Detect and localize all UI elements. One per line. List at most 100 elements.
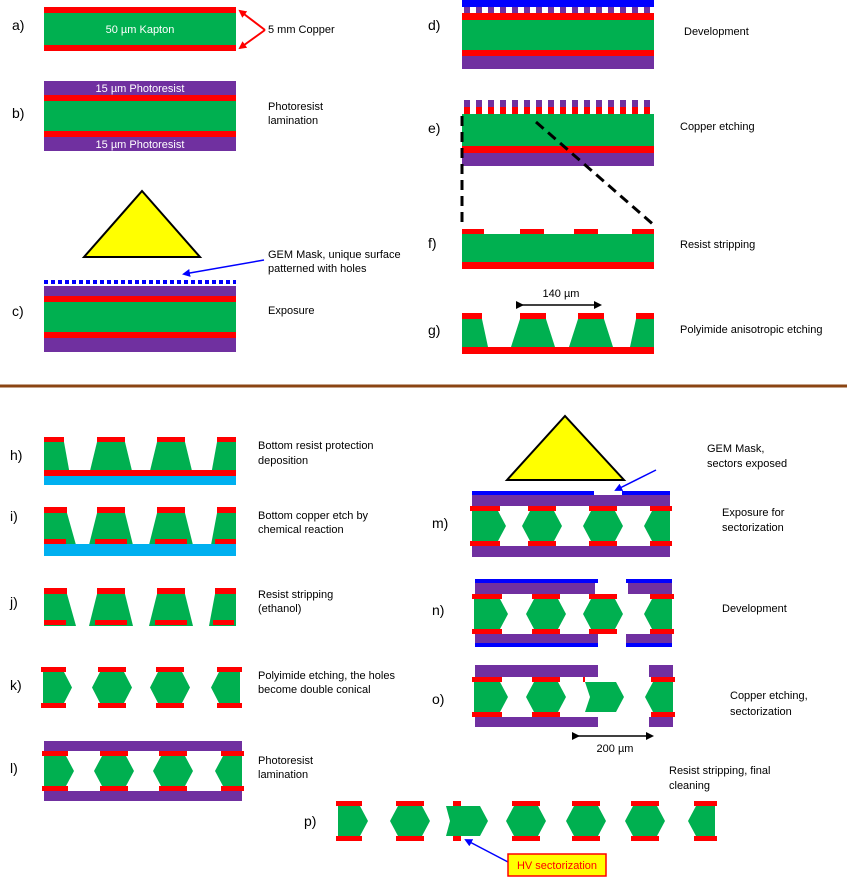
step-k-caption-1: Polyimide etching, the holes bbox=[258, 670, 395, 682]
mask-callout-2: sectors exposed bbox=[707, 458, 787, 470]
photoresist-bottom bbox=[462, 153, 654, 166]
copper-pad bbox=[41, 703, 66, 708]
kapton-pillar bbox=[569, 319, 613, 347]
step-a: a) 50 µm Kapton 5 mm Copper bbox=[12, 7, 335, 51]
gem-mask bbox=[462, 0, 654, 7]
copper-pad bbox=[512, 107, 518, 114]
copper-pad bbox=[396, 836, 424, 841]
copper-pad bbox=[532, 629, 560, 634]
step-i-letter: i) bbox=[10, 508, 18, 524]
copper-pad bbox=[217, 507, 236, 513]
gem-mask bbox=[626, 579, 672, 583]
bottom-protection-layer bbox=[44, 544, 236, 556]
step-g-caption: Polyimide anisotropic etching bbox=[680, 324, 822, 336]
step-c-caption: Exposure bbox=[268, 305, 314, 317]
step-m-caption-2: sectorization bbox=[722, 522, 784, 534]
copper-pad bbox=[548, 107, 554, 114]
copper-layer-bottom bbox=[462, 146, 654, 153]
step-b: b) 15 µm Photoresist 15 µm Photoresist P… bbox=[12, 81, 323, 151]
step-d-letter: d) bbox=[428, 17, 440, 33]
gap-dimension: 200 µm bbox=[597, 743, 634, 755]
copper-pad bbox=[100, 786, 128, 791]
resist-pillar bbox=[596, 7, 602, 13]
copper-layer-bottom bbox=[462, 50, 654, 56]
copper-pad bbox=[476, 107, 482, 114]
photoresist-top bbox=[475, 583, 595, 594]
hv-callout-box bbox=[507, 853, 607, 877]
copper-pad bbox=[336, 836, 362, 841]
photoresist-bottom bbox=[44, 137, 236, 151]
copper-pad bbox=[462, 229, 484, 234]
copper-pad bbox=[650, 594, 674, 599]
step-j-letter: j) bbox=[9, 594, 18, 610]
step-h-caption-2: deposition bbox=[258, 455, 308, 467]
copper-pad bbox=[488, 107, 494, 114]
step-e-letter: e) bbox=[428, 120, 440, 136]
copper-pad bbox=[159, 751, 187, 756]
resist-pillar bbox=[560, 100, 566, 107]
copper-pad bbox=[631, 836, 659, 841]
resist-pillar bbox=[464, 100, 470, 107]
resist-pillar bbox=[620, 7, 626, 13]
gem-structure bbox=[472, 579, 674, 647]
photoresist-top-label: 15 µm Photoresist bbox=[96, 83, 185, 95]
kapton-pillar bbox=[89, 442, 133, 475]
kapton-pillar bbox=[566, 806, 606, 836]
kapton-pillar bbox=[338, 806, 368, 836]
copper-pad bbox=[651, 712, 675, 717]
copper-pad bbox=[100, 751, 128, 756]
mask-light-triangle bbox=[81, 189, 203, 258]
copper-pad bbox=[650, 506, 672, 511]
copper-pad bbox=[536, 107, 542, 114]
gem-structure bbox=[42, 741, 244, 801]
copper-pad bbox=[156, 703, 184, 708]
kapton-pillar bbox=[583, 599, 623, 629]
copper-pad bbox=[572, 801, 600, 806]
copper-pad bbox=[632, 107, 638, 114]
copper-layer-top bbox=[44, 95, 236, 101]
kapton-pillar bbox=[211, 672, 240, 703]
copper-layer-bottom bbox=[44, 45, 236, 51]
kapton-pillar bbox=[526, 599, 566, 629]
copper-pad bbox=[157, 588, 185, 594]
copper-pad bbox=[215, 539, 236, 544]
copper-pad bbox=[472, 712, 502, 717]
resist-pillar bbox=[524, 100, 530, 107]
copper-pad bbox=[532, 712, 560, 717]
resist-pillar bbox=[500, 100, 506, 107]
copper-layer-top bbox=[44, 7, 236, 13]
kapton-pillar bbox=[625, 806, 665, 836]
step-l: l) Photoresist lamination bbox=[10, 741, 313, 801]
kapton-pillar bbox=[149, 442, 193, 475]
resist-pillar bbox=[536, 7, 542, 13]
mask-light-triangle bbox=[504, 414, 627, 481]
copper-pad bbox=[453, 836, 461, 841]
photoresist-top bbox=[628, 583, 672, 594]
step-b-caption-2: lamination bbox=[268, 115, 318, 127]
copper-arrow-top bbox=[238, 9, 266, 31]
resist-pillar bbox=[560, 7, 566, 13]
kapton-pillar bbox=[644, 599, 672, 629]
gem-mask bbox=[626, 643, 672, 647]
copper-pad bbox=[42, 786, 68, 791]
gem-structure bbox=[44, 507, 236, 556]
kapton-pillar bbox=[150, 672, 190, 703]
copper-pad bbox=[512, 836, 540, 841]
pitch-dimension: 140 µm bbox=[543, 288, 580, 300]
step-o-caption-2: sectorization bbox=[730, 706, 792, 718]
copper-pad bbox=[632, 229, 654, 234]
kapton-pillar bbox=[474, 682, 508, 712]
photoresist-bottom bbox=[626, 634, 672, 643]
photoresist-top bbox=[472, 495, 670, 506]
step-k: k) Polyimide etching, the holes become d… bbox=[10, 667, 395, 708]
copper-pad bbox=[470, 506, 500, 511]
step-n-letter: n) bbox=[432, 602, 444, 618]
photoresist-bottom-label: 15 µm Photoresist bbox=[96, 139, 185, 151]
copper-pad bbox=[528, 506, 556, 511]
copper-pad bbox=[157, 437, 185, 442]
copper-pad bbox=[44, 588, 67, 594]
kapton-layer bbox=[44, 13, 236, 45]
photoresist-top bbox=[44, 81, 236, 95]
resist-copper-pattern-top bbox=[464, 100, 650, 114]
